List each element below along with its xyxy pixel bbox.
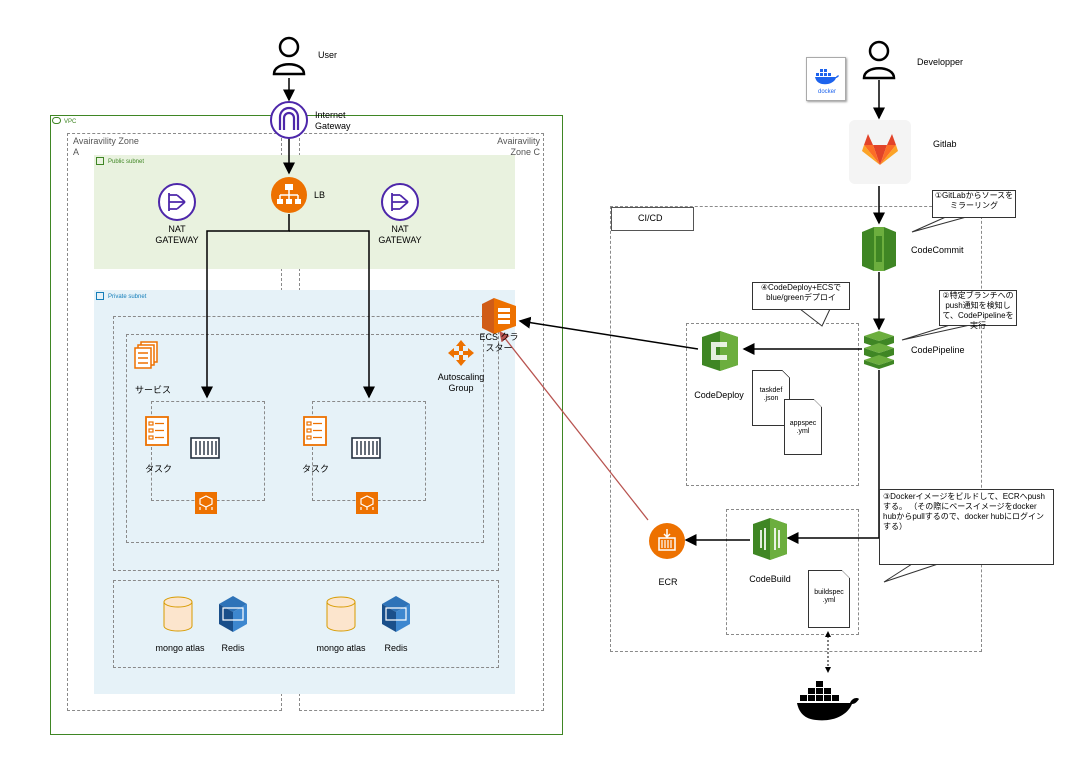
codecommit-icon xyxy=(862,227,896,271)
callout-step4: ④CodeDeploy+ECSでblue/greenデプロイ xyxy=(752,282,850,310)
db-boundary xyxy=(113,580,499,668)
developer-label: Developper xyxy=(917,57,964,67)
mongo-a-label: mongo atlas xyxy=(155,643,205,653)
fargate-a-icon xyxy=(195,492,217,514)
private-subnet-lock-icon xyxy=(96,292,104,300)
ecr-icon xyxy=(649,523,685,559)
load-balancer-icon xyxy=(271,177,307,213)
mongo-c-label: mongo atlas xyxy=(316,643,366,653)
redis-a-label: Redis xyxy=(221,643,245,653)
callout-step2: ②特定ブランチへのpush通知を検知して、CodePipelineを実行 xyxy=(939,290,1017,330)
ecs-cluster-icon xyxy=(482,298,516,334)
codedeploy-icon xyxy=(702,331,738,371)
lb-label: LB xyxy=(314,190,326,200)
redis-c-label: Redis xyxy=(384,643,408,653)
docker-hub-icon xyxy=(797,681,859,721)
vpc-cloud-icon xyxy=(52,117,61,124)
redis-a-icon xyxy=(219,596,247,632)
redis-c-icon xyxy=(382,596,410,632)
cicd-label: CI/CD xyxy=(638,213,663,223)
cicd-boundary xyxy=(610,206,982,652)
docker-logo-text: docker xyxy=(817,89,837,95)
mongo-a-icon xyxy=(163,596,193,632)
zone-c-label: Avairavility Zone C xyxy=(497,136,540,157)
taskdef-file: taskdef .json xyxy=(752,370,790,426)
nat-gateway-c-label: NAT GATEWAY xyxy=(378,224,422,245)
internet-gateway-icon xyxy=(270,101,308,139)
developer-icon xyxy=(862,40,896,80)
nat-gateway-c-icon xyxy=(381,183,419,221)
container-c-icon xyxy=(351,437,381,459)
public-subnet-label: Public subnet xyxy=(108,159,145,165)
fargate-c-icon xyxy=(356,492,378,514)
codebuild-boundary xyxy=(726,509,859,635)
internet-gateway-label: Internet Gateway xyxy=(315,110,351,131)
user-label: User xyxy=(318,50,338,60)
codebuild-icon xyxy=(753,518,787,560)
codepipeline-icon xyxy=(864,331,894,369)
task-a-icon xyxy=(145,416,169,446)
nat-gateway-a-icon xyxy=(158,183,196,221)
public-subnet-lock-icon xyxy=(96,157,104,165)
ecr-label: ECR xyxy=(658,577,678,587)
task-c-icon xyxy=(303,416,327,446)
private-subnet-label: Private subnet xyxy=(108,294,147,300)
task-c-label: タスク xyxy=(302,464,330,474)
docker-small-icon xyxy=(815,69,839,85)
container-a-icon xyxy=(190,437,220,459)
user-icon xyxy=(272,36,306,76)
ecs-cluster-boundary xyxy=(113,316,499,571)
zone-a-label: Avairavility Zone A xyxy=(73,136,139,157)
codepipeline-label: CodePipeline xyxy=(911,345,965,355)
service-icon xyxy=(134,341,158,369)
codedeploy-boundary xyxy=(686,323,859,486)
service-boundary xyxy=(126,334,484,543)
codedeploy-label: CodeDeploy xyxy=(694,390,744,400)
task-a-label: タスク xyxy=(145,464,173,474)
vpc-label: VPC xyxy=(64,119,77,125)
buildspec-file: buildspec .yml xyxy=(808,570,850,628)
appspec-file: appspec .yml xyxy=(784,399,822,455)
codecommit-label: CodeCommit xyxy=(911,245,964,255)
autoscaling-label: Autoscaling Group xyxy=(437,372,485,393)
gitlab-icon xyxy=(862,134,898,165)
callout-step1: ①GitLabからソースをミラーリング xyxy=(932,190,1016,218)
gitlab-label: Gitlab xyxy=(933,139,957,149)
codebuild-label: CodeBuild xyxy=(749,574,791,584)
callout-step3: ③Dockerイメージをビルドして、ECRへpushする。 （その際にベースイメ… xyxy=(879,489,1054,565)
autoscaling-icon xyxy=(448,340,474,366)
nat-gateway-a-label: NAT GATEWAY xyxy=(155,224,199,245)
cicd-title-box xyxy=(611,207,694,231)
service-label: サービス xyxy=(135,385,172,395)
ecs-cluster-label: ECS クラスター xyxy=(479,332,519,353)
mongo-c-icon xyxy=(326,596,356,632)
